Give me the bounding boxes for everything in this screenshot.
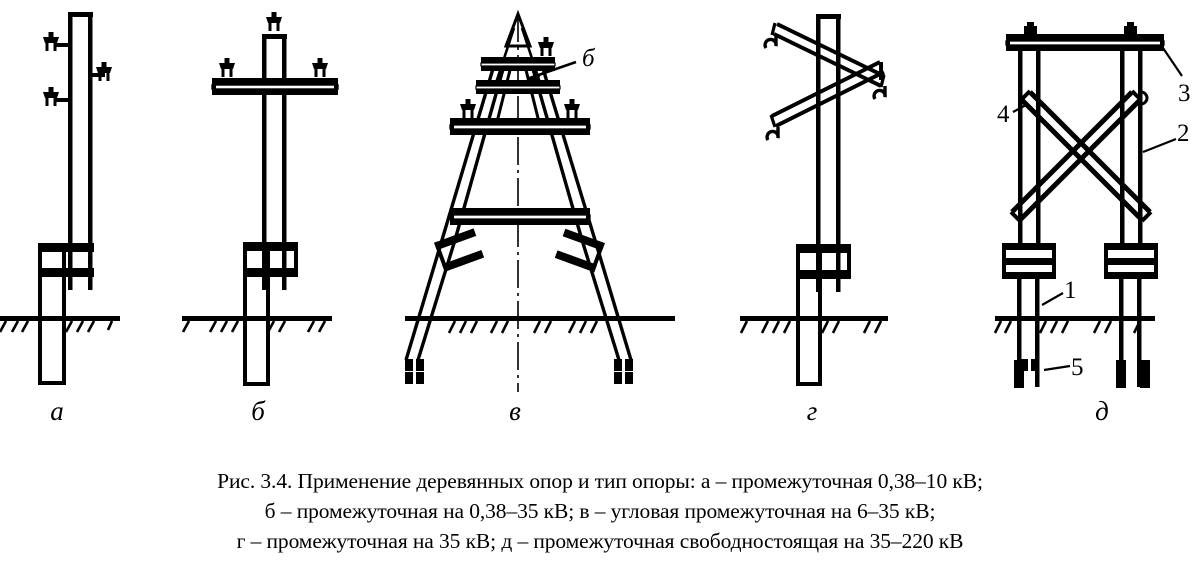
callout-b-label: б (582, 45, 596, 72)
panel-label-row: а б в г д (0, 398, 1200, 444)
panel-a-support (0, 12, 120, 385)
callout-3-leader-line (1162, 47, 1183, 77)
panel-d-leg-fitting (1140, 90, 1149, 106)
panel-b-crossarm (211, 78, 339, 95)
panel-label-d: д (1095, 396, 1109, 426)
panel-a-insulator-right (92, 62, 112, 81)
panel-v-upper-crossarm-1 (480, 57, 556, 71)
callout-4-label: 4 (997, 101, 1010, 128)
panel-d-foot-left (1014, 359, 1039, 388)
panel-label-g: г (806, 396, 818, 426)
panel-label-b: б (251, 396, 265, 426)
panel-v-main-crossarm (449, 118, 591, 135)
panel-g-hook-lower-left (765, 127, 780, 141)
panel-v-ground-line (405, 316, 675, 334)
panel-b-ground-line (181, 316, 332, 333)
panel-v-foot-left (405, 359, 424, 384)
panel-g-hook-right (872, 86, 887, 100)
caption-line-3: г – промежуточная на 35 кВ; д – промежут… (236, 529, 964, 553)
panel-v-upper-crossarm-2 (475, 80, 561, 94)
panel-a-insulator-upper-left (43, 32, 69, 51)
callout-1-label: 1 (1064, 277, 1077, 304)
panel-v-insulator-left (460, 99, 476, 118)
callout-2-label: 2 (1177, 120, 1190, 147)
panel-d-traverse-fitting-left (1024, 22, 1037, 35)
panel-v-support: б (404, 9, 675, 392)
panel-label-a: а (50, 396, 64, 426)
panel-a-pole (68, 12, 93, 290)
figure-caption: Рис. 3.4. Применение деревянных опор и т… (0, 466, 1200, 556)
caption-line-1: Рис. 3.4. Применение деревянных опор и т… (217, 469, 983, 493)
panel-v-insulator-right (564, 99, 580, 118)
panel-v-apex (503, 9, 533, 48)
callout-4-leader-line (1012, 103, 1029, 113)
panel-b-pole (262, 34, 287, 290)
panel-g-pole (816, 14, 841, 292)
callout-2-leader-line (1142, 137, 1177, 154)
panel-d-bandage-right (1104, 243, 1158, 279)
panel-a-bandage-joint (38, 243, 94, 277)
panel-g-lower-diagonal-arm (769, 60, 885, 128)
panel-d-top-traverse (1005, 34, 1165, 51)
panel-g-ground-line (739, 316, 888, 334)
panel-b-buried-stub (243, 244, 270, 386)
panel-g-buried-stub (796, 246, 822, 386)
callout-5-leader-line (1043, 364, 1071, 372)
panel-d-support: 3 2 4 1 5 (993, 22, 1191, 388)
panel-v-bottom-crossarm (449, 208, 591, 225)
panel-v-insulator-top (538, 37, 554, 56)
panel-v-bandage-left (434, 228, 485, 272)
panel-g-support (739, 14, 888, 386)
panel-d-leg-right (1119, 45, 1143, 387)
panel-a-ground-line (0, 316, 120, 333)
panel-a-insulator-lower-left (43, 87, 69, 106)
panel-d-brace-ascending (1009, 89, 1143, 223)
panel-b-insulator-top (266, 12, 282, 31)
panel-d-leg-left (1017, 45, 1041, 387)
callout-3-label: 3 (1178, 80, 1191, 107)
panel-b-support (181, 12, 339, 386)
callout-5-label: 5 (1071, 354, 1084, 381)
panel-d-traverse-fitting-right (1124, 22, 1137, 35)
panel-label-v: в (509, 396, 521, 426)
panel-a-buried-stub (38, 245, 66, 385)
wooden-support-diagram: б (0, 9, 1191, 392)
panel-g-hook-upper-left (763, 35, 778, 49)
callout-1-leader-line (1041, 292, 1064, 306)
panel-d-foot-right (1116, 360, 1150, 388)
panel-d-bandage-left (1002, 243, 1056, 279)
panel-b-bandage-joint (243, 242, 298, 277)
panel-b-insulator-left (219, 58, 235, 77)
panel-v-foot-right (614, 359, 633, 384)
panel-g-bandage-joint (796, 244, 851, 279)
panel-g-upper-diagonal-arm (770, 22, 886, 88)
callout-b-arrow (527, 74, 541, 86)
panel-b-insulator-right (312, 58, 328, 77)
caption-line-2: б – промежуточная на 0,38–35 кВ; в – угл… (264, 499, 936, 523)
panel-v-bandage-right (554, 228, 605, 273)
